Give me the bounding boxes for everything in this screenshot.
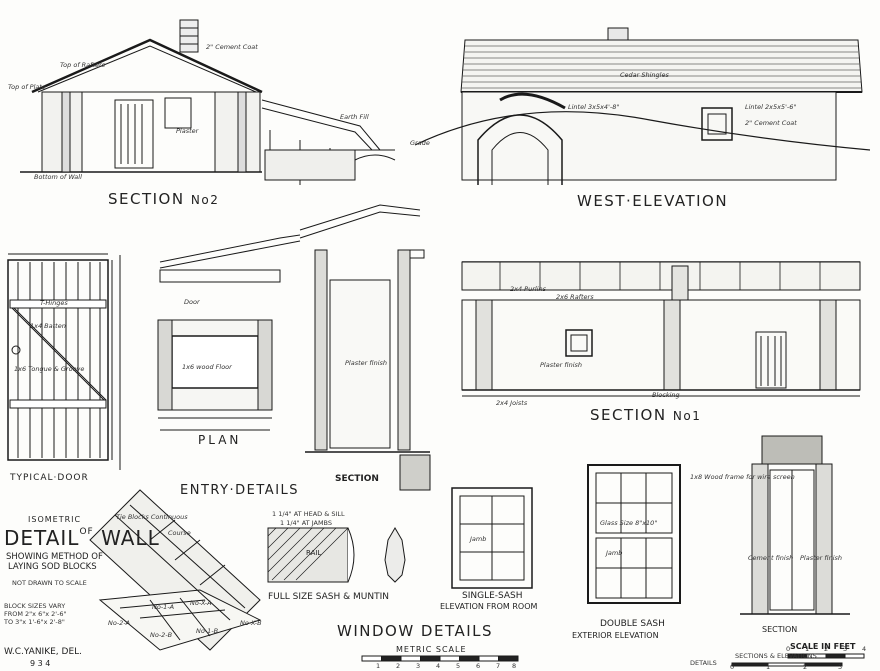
note-cement-coat-west: 2" Cement Coat xyxy=(745,119,797,127)
single-sash-subtitle: ELEVATION FROM ROOM xyxy=(440,602,538,611)
note-tie-blocks: Tie Blocks Continuous xyxy=(116,513,188,521)
section-1-drawing xyxy=(461,261,861,397)
detail-tick-1: 1 xyxy=(766,663,771,671)
note-lintel-2: Lintel 2x5x5'-6" xyxy=(745,103,797,111)
not-to-scale-note: NOT DRAWN TO SCALE xyxy=(12,579,87,587)
block-label-2b: No-2-B xyxy=(150,631,173,639)
showing-method-line-2: LAYING SOD BLOCKS xyxy=(8,562,97,572)
feet-tick-0: 0 xyxy=(786,645,791,653)
detail-tick-2: 2 xyxy=(803,663,808,671)
block-sizes-line-3: TO 3"x 1'-6"x 2'-8" xyxy=(4,618,65,626)
section-1-title: SECTION No1 xyxy=(590,406,702,424)
west-elevation-title: WEST·ELEVATION xyxy=(577,192,729,210)
block-sizes-line-1: BLOCK SIZES VARY xyxy=(4,602,66,610)
note-earth-fill: Earth Fill xyxy=(340,113,369,121)
note-jamb-single: Jamb xyxy=(470,535,487,543)
feet-tick-4: 4 xyxy=(862,645,867,653)
block-label-xb: No-X-B xyxy=(240,619,262,627)
note-door: Door xyxy=(184,298,200,306)
note-joists: 2x4 Joists xyxy=(496,399,528,407)
note-bottom-of-wall: Bottom of Wall xyxy=(34,173,82,181)
double-sash-subtitle: EXTERIOR ELEVATION xyxy=(572,631,659,640)
typical-door-title: TYPICAL·DOOR xyxy=(10,473,89,483)
scale-details-label: DETAILS xyxy=(690,659,717,667)
metric-scale-bar xyxy=(361,655,519,662)
isometric-wall-drawing xyxy=(89,489,262,651)
metric-tick-8: 8 xyxy=(512,662,517,670)
note-jamb: Jamb xyxy=(606,549,623,557)
note-batten: 1x4 Batten xyxy=(30,322,66,330)
entry-plan-drawing xyxy=(157,234,301,431)
block-label-2a: No-2-A xyxy=(108,619,131,627)
metric-tick-7: 7 xyxy=(496,662,501,670)
single-sash-drawing xyxy=(451,487,533,589)
scale-sections-label: SECTIONS & ELEVATIONS xyxy=(735,652,817,660)
note-cement-finish: Cement finish xyxy=(748,554,794,562)
metric-tick-1: 1 xyxy=(376,662,381,670)
note-purlins: 2x4 Purlins xyxy=(510,285,547,293)
note-top-of-plate: Top of Plate xyxy=(8,83,46,91)
feet-tick-3: 3 xyxy=(843,645,848,653)
note-rail: RAIL xyxy=(306,549,322,557)
scale-in-feet-title: SCALE IN FEET xyxy=(790,642,856,651)
note-plaster: Plaster xyxy=(176,127,199,135)
block-sizes-line-2: FROM 2"x 6"x 2'-6" xyxy=(4,610,67,618)
detail-tick-0: 0 xyxy=(730,663,735,671)
metric-tick-4: 4 xyxy=(436,662,441,670)
block-label-1b: No-1-B xyxy=(196,627,219,635)
plan-title: PLAN xyxy=(198,433,242,447)
note-cedar-shingles: Cedar Shingles xyxy=(620,71,669,79)
window-details-title: WINDOW DETAILS xyxy=(337,622,494,640)
feet-tick-2: 2 xyxy=(824,645,829,653)
entry-section-drawing xyxy=(299,204,431,491)
section-2-drawing xyxy=(20,19,396,185)
note-plaster-finish-wall: Plaster finish xyxy=(800,554,843,562)
block-label-1a: No-1-A xyxy=(152,603,175,611)
metric-tick-3: 3 xyxy=(416,662,421,670)
double-sash-drawing xyxy=(587,464,681,604)
note-grade: Grade xyxy=(410,139,430,147)
note-cement-coat: 2" Cement Coat xyxy=(206,43,258,51)
single-sash-title: SINGLE-SASH xyxy=(462,591,523,601)
note-top-of-rafters: Top of Rafters xyxy=(60,61,106,69)
note-wood-frame: 1x8 Wood frame for wire screen xyxy=(690,473,795,481)
wall-section-title: SECTION xyxy=(762,625,798,634)
note-lintel: Lintel 3x5x4'-8" xyxy=(568,103,620,111)
note-at-jambs: 1 1/4" AT JAMBS xyxy=(280,519,333,527)
note-course: Course xyxy=(168,529,191,537)
note-blocking: Blocking xyxy=(652,391,680,399)
block-label-xa: No-X-A xyxy=(190,599,212,607)
metric-scale-title: METRIC SCALE xyxy=(396,645,467,654)
detail-of-wall-title: DETAILOF WALL xyxy=(4,526,160,550)
showing-method-line-1: SHOWING METHOD OF xyxy=(6,552,103,562)
double-sash-title: DOUBLE SASH xyxy=(600,619,665,629)
note-rafters: 2x6 Rafters xyxy=(556,293,594,301)
note-plaster-finish: Plaster finish xyxy=(345,359,388,367)
section-2-title: SECTION No2 xyxy=(108,190,220,208)
entry-details-title: ENTRY·DETAILS xyxy=(180,483,300,498)
metric-tick-5: 5 xyxy=(456,662,461,670)
sash-muntin-drawing xyxy=(267,527,406,583)
feet-tick-1: 1 xyxy=(805,645,810,653)
note-head-sill: 1 1/4" AT HEAD & SILL xyxy=(272,510,345,518)
note-glass-size: Glass Size 8"x10" xyxy=(600,519,658,527)
detail-tick-3: 3 xyxy=(838,663,843,671)
note-wood-floor: 1x6 wood Floor xyxy=(182,363,232,371)
metric-tick-2: 2 xyxy=(396,662,401,670)
metric-tick-6: 6 xyxy=(476,662,481,670)
note-hinges: T-Hinges xyxy=(40,299,68,307)
note-plaster-finish-s1: Plaster finish xyxy=(540,361,583,369)
wall-section-drawing xyxy=(740,435,850,615)
note-tongue-groove: 1x6 Tongue & Groove xyxy=(14,365,85,373)
entry-section-title: SECTION xyxy=(335,474,379,484)
west-elevation-drawing xyxy=(414,27,871,185)
feet-scale-bar xyxy=(731,653,865,667)
draftsman-signature: W.C.YANIKE, DEL. xyxy=(4,647,83,657)
sash-muntin-title: FULL SIZE SASH & MUNTIN xyxy=(268,592,389,602)
isometric-label: ISOMETRIC xyxy=(28,515,82,524)
typical-door-drawing xyxy=(7,253,121,470)
drawing-year: 9 3 4 xyxy=(30,659,51,668)
